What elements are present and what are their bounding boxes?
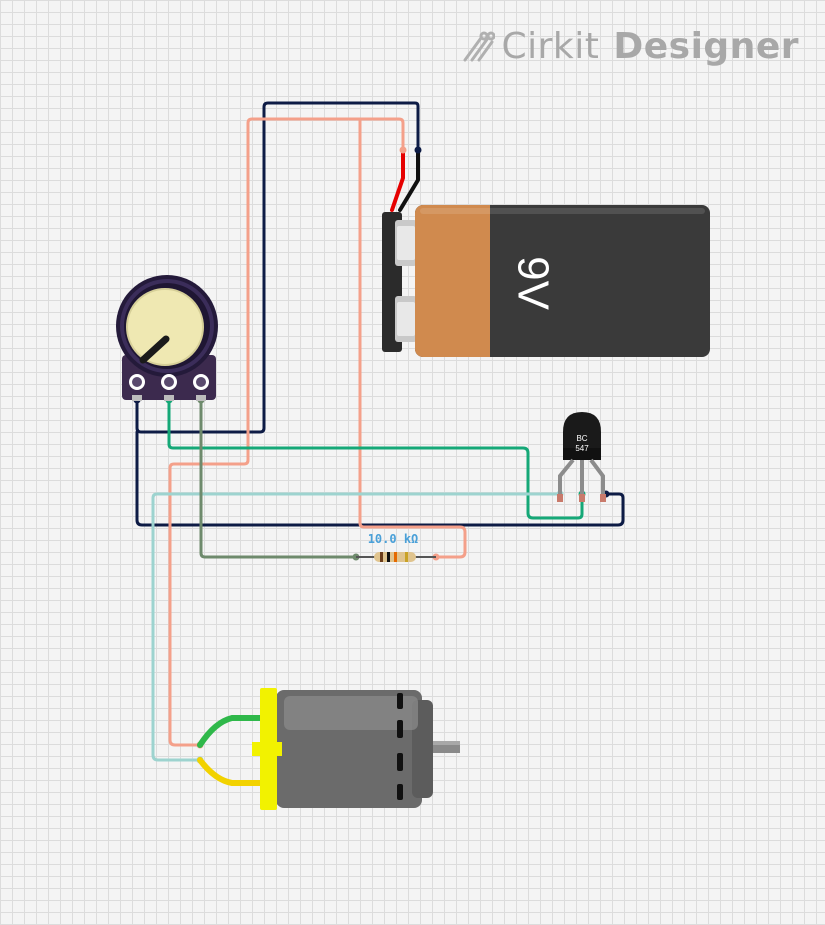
resistor-label: 10.0 kΩ [368, 532, 419, 546]
wire-motor-collector[interactable] [151, 492, 562, 762]
battery-red-lead [390, 150, 405, 212]
wire-pot-wiper-base[interactable] [167, 398, 584, 520]
wire-battery-positive-resistor[interactable] [358, 117, 467, 559]
potentiometer[interactable] [116, 275, 218, 401]
battery-9v[interactable]: 9V [382, 205, 710, 357]
wire-ground-emitter[interactable] [135, 430, 625, 527]
battery-black-lead [398, 150, 420, 212]
transistor-bc547[interactable]: BC 547 [557, 412, 606, 502]
dc-motor[interactable] [197, 688, 460, 810]
battery-label: 9V [508, 256, 557, 310]
wire-battery-negative[interactable] [135, 101, 420, 434]
transistor-label-line1: BC [576, 434, 587, 443]
wire-battery-positive-motor[interactable] [168, 117, 405, 747]
brand-logo: Cirkit Designer [461, 26, 799, 67]
brand-word-cirkit: Cirkit [501, 26, 600, 67]
resistor[interactable]: 10.0 kΩ [356, 532, 436, 562]
cirkit-logo-icon [463, 31, 496, 61]
transistor-label-line2: 547 [575, 444, 589, 453]
wire-pot-resistor[interactable] [199, 398, 358, 559]
brand-word-designer: Designer [613, 26, 799, 67]
